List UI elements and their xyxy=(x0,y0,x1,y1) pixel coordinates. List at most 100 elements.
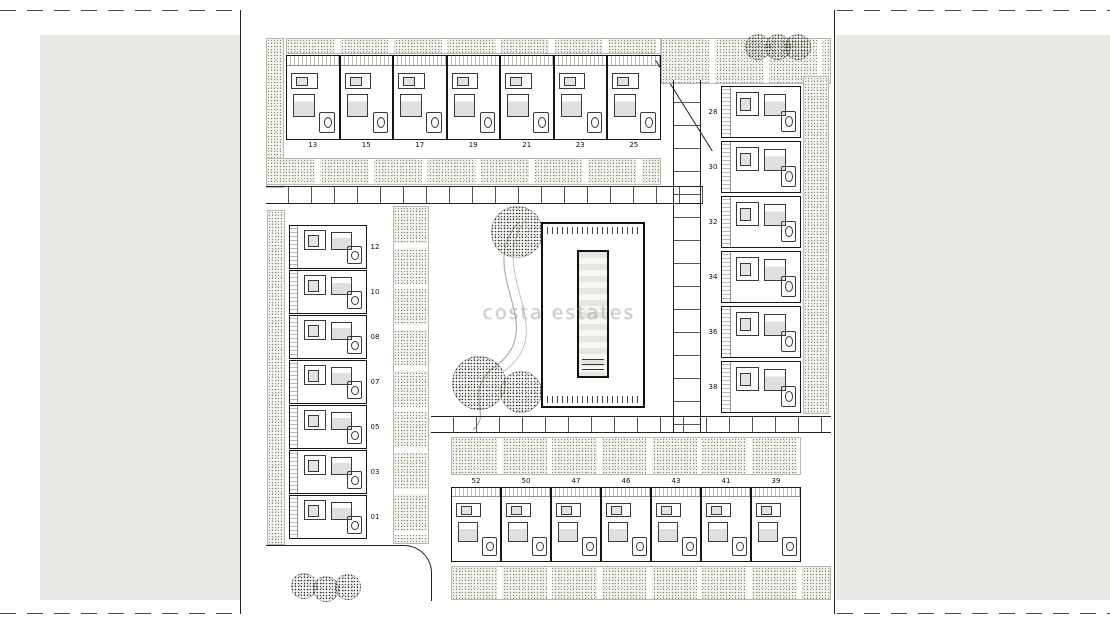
floorplan-detail xyxy=(398,72,425,90)
floorplan-detail xyxy=(340,56,392,66)
floorplan-detail xyxy=(560,94,583,118)
floorplan-detail xyxy=(347,291,363,309)
unit-floorplan xyxy=(651,487,701,562)
unit-number-label: 34 xyxy=(708,272,718,281)
floorplan-detail xyxy=(602,488,650,497)
floorplan-detail xyxy=(554,56,606,66)
bottom-rear-gardens xyxy=(451,566,831,600)
unit-module: 36 xyxy=(707,306,801,358)
floorplan-detail xyxy=(558,72,586,90)
floorplan-detail xyxy=(290,451,299,493)
unit-floorplan xyxy=(446,55,500,140)
unit-floorplan xyxy=(286,55,340,140)
unit-number-label: 39 xyxy=(771,477,781,485)
floorplan-detail xyxy=(722,142,731,192)
top-garden-strip xyxy=(286,38,661,54)
floorplan-detail xyxy=(290,271,299,313)
floorplan-detail xyxy=(331,231,353,251)
watermark: costa estates xyxy=(482,302,636,324)
floorplan-detail xyxy=(586,111,603,134)
floorplan-detail xyxy=(287,56,339,66)
floorplan-detail xyxy=(347,471,363,489)
unit-module: 07 xyxy=(289,360,381,404)
floorplan-detail xyxy=(614,94,636,118)
floorplan-detail xyxy=(291,72,318,90)
floorplan-detail xyxy=(764,314,786,336)
floorplan-detail xyxy=(722,87,731,137)
unit-number-label: 50 xyxy=(521,477,531,485)
unit-module: 23 xyxy=(553,55,607,151)
floorplan-detail xyxy=(303,230,327,251)
unit-floorplan xyxy=(501,487,551,562)
unit-number-label: 13 xyxy=(308,141,318,149)
floorplan-detail xyxy=(505,72,532,90)
tree-icon xyxy=(500,371,542,413)
floorplan-detail xyxy=(347,516,363,534)
tree-icon xyxy=(291,573,317,599)
pool-deck xyxy=(541,222,645,408)
unit-floorplan xyxy=(289,450,367,494)
floorplan-detail xyxy=(632,536,647,556)
floorplan-detail xyxy=(764,259,786,281)
floorplan-detail xyxy=(453,94,476,118)
unit-module: 17 xyxy=(393,55,447,151)
unit-module: 05 xyxy=(289,405,381,449)
floorplan-detail xyxy=(303,410,327,431)
tree-icon xyxy=(785,34,811,60)
unit-module: 13 xyxy=(286,55,340,151)
unit-module: 39 xyxy=(751,476,801,562)
unit-number-label: 08 xyxy=(370,332,380,341)
floorplan-detail xyxy=(705,502,731,518)
unit-number-label: 12 xyxy=(370,242,380,251)
unit-number-label: 15 xyxy=(361,141,371,149)
left-garden-strip xyxy=(267,210,285,545)
floorplan-detail xyxy=(722,307,731,357)
top-road xyxy=(266,186,703,204)
right-margin-block xyxy=(836,35,1110,600)
floorplan-detail xyxy=(736,312,760,336)
unit-number-label: 17 xyxy=(415,141,425,149)
floorplan-detail xyxy=(482,536,497,556)
unit-floorplan xyxy=(721,141,801,193)
floorplan-detail xyxy=(290,226,299,268)
unit-module: 50 xyxy=(501,476,551,562)
unit-floorplan xyxy=(721,361,801,413)
unit-floorplan xyxy=(607,55,661,140)
curved-road-boundary xyxy=(266,545,432,601)
unit-floorplan xyxy=(393,55,447,140)
unit-floorplan xyxy=(289,360,367,404)
floorplan-detail xyxy=(347,426,363,444)
floorplan-detail xyxy=(507,94,529,118)
floorplan-detail xyxy=(707,521,728,543)
floorplan-detail xyxy=(400,94,422,118)
unit-floorplan xyxy=(721,196,801,248)
floorplan-detail xyxy=(780,331,797,352)
unit-floorplan xyxy=(339,55,393,140)
floorplan-detail xyxy=(555,502,581,518)
floorplan-detail xyxy=(780,276,797,297)
floorplan-detail xyxy=(782,536,797,556)
unit-number-label: 38 xyxy=(708,382,718,391)
unit-number-label: 25 xyxy=(629,141,639,149)
floorplan-detail xyxy=(552,488,600,497)
unit-floorplan xyxy=(289,315,367,359)
floorplan-detail xyxy=(426,111,442,134)
floorplan-detail xyxy=(505,502,531,518)
floorplan-detail xyxy=(764,369,786,391)
floorplan-detail xyxy=(293,94,315,118)
floorplan-detail xyxy=(452,488,500,497)
floorplan-detail xyxy=(780,166,797,187)
floorplan-detail xyxy=(722,252,731,302)
unit-number-label: 23 xyxy=(575,141,585,149)
right-road xyxy=(673,80,701,432)
unit-number-label: 43 xyxy=(671,477,681,485)
floorplan-detail xyxy=(780,111,797,132)
floorplan-detail xyxy=(682,536,697,556)
unit-floorplan xyxy=(751,487,801,562)
unit-module: 34 xyxy=(707,251,801,303)
floorplan-detail xyxy=(608,56,660,66)
floorplan-detail xyxy=(764,204,786,226)
